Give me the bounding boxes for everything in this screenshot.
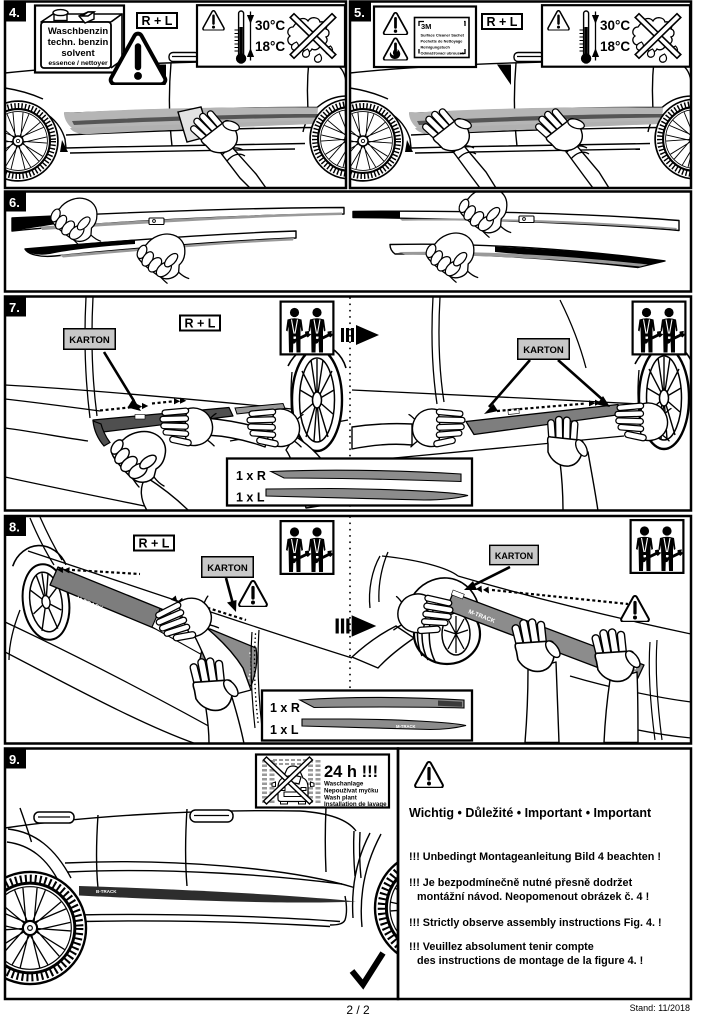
svg-text:Wichtig • Důležité • Important: Wichtig • Důležité • Important • Importa…	[409, 806, 652, 820]
svg-text:essence / nettoyer: essence / nettoyer	[48, 60, 108, 67]
svg-text:3M: 3M	[421, 22, 431, 31]
svg-text:Pochette de Nettoyage: Pochette de Nettoyage	[421, 39, 464, 44]
svg-text:B-TRACK: B-TRACK	[96, 889, 117, 894]
svg-text:6.: 6.	[9, 195, 20, 210]
svg-text:Odmašťovací ubrousek: Odmašťovací ubrousek	[421, 51, 465, 56]
svg-text:18°C: 18°C	[255, 39, 285, 54]
svg-text:montážní návod. Neopomenout ob: montážní návod. Neopomenout obrázek č. 4…	[417, 891, 649, 903]
svg-text:Reinigungstuch: Reinigungstuch	[421, 45, 451, 50]
svg-text:30°C: 30°C	[600, 18, 630, 33]
svg-text:18°C: 18°C	[600, 39, 630, 54]
svg-text:2 / 2: 2 / 2	[346, 1003, 370, 1017]
svg-text:des instructions de montage de: des instructions de montage de la figure…	[417, 955, 643, 967]
svg-text:!!! Strictly observe assembly: !!! Strictly observe assembly instructio…	[409, 917, 662, 929]
svg-text:4.: 4.	[9, 5, 20, 20]
svg-text:Wash plant: Wash plant	[324, 795, 357, 802]
svg-text:7.: 7.	[9, 300, 20, 315]
svg-text:techn. benzin: techn. benzin	[48, 37, 109, 48]
svg-text:!!! Unbedingt Montageanleitung: !!! Unbedingt Montageanleitung Bild 4 be…	[409, 851, 661, 863]
svg-text:Installation de lavage: Installation de lavage	[324, 801, 387, 808]
svg-text:1 x L: 1 x L	[236, 491, 265, 505]
svg-text:solvent: solvent	[61, 48, 95, 59]
svg-text:Waschanlage: Waschanlage	[324, 781, 364, 788]
svg-text:!!! Je bezpodmínečně nutné pře: !!! Je bezpodmínečně nutné přesně dodrže…	[409, 877, 633, 889]
svg-text:Waschbenzin: Waschbenzin	[48, 26, 109, 37]
svg-text:30°C: 30°C	[255, 18, 285, 33]
svg-text:M-TRACK: M-TRACK	[396, 724, 416, 729]
svg-text:Surface Cleaner Sachet: Surface Cleaner Sachet	[421, 33, 465, 38]
svg-text:1 x L: 1 x L	[270, 723, 299, 737]
svg-text:5.: 5.	[354, 5, 365, 20]
svg-text:!!! Veuillez absolument tenir: !!! Veuillez absolument tenir compte	[409, 941, 594, 953]
svg-text:Stand: 11/2018: Stand: 11/2018	[630, 1003, 690, 1013]
svg-text:24 h !!!: 24 h !!!	[324, 763, 378, 781]
svg-text:1 x R: 1 x R	[236, 469, 266, 483]
svg-text:8.: 8.	[9, 520, 20, 535]
svg-text:Nepoužívat myčku: Nepoužívat myčku	[324, 788, 379, 795]
svg-text:9.: 9.	[9, 752, 20, 767]
svg-text:1 x R: 1 x R	[270, 701, 300, 715]
